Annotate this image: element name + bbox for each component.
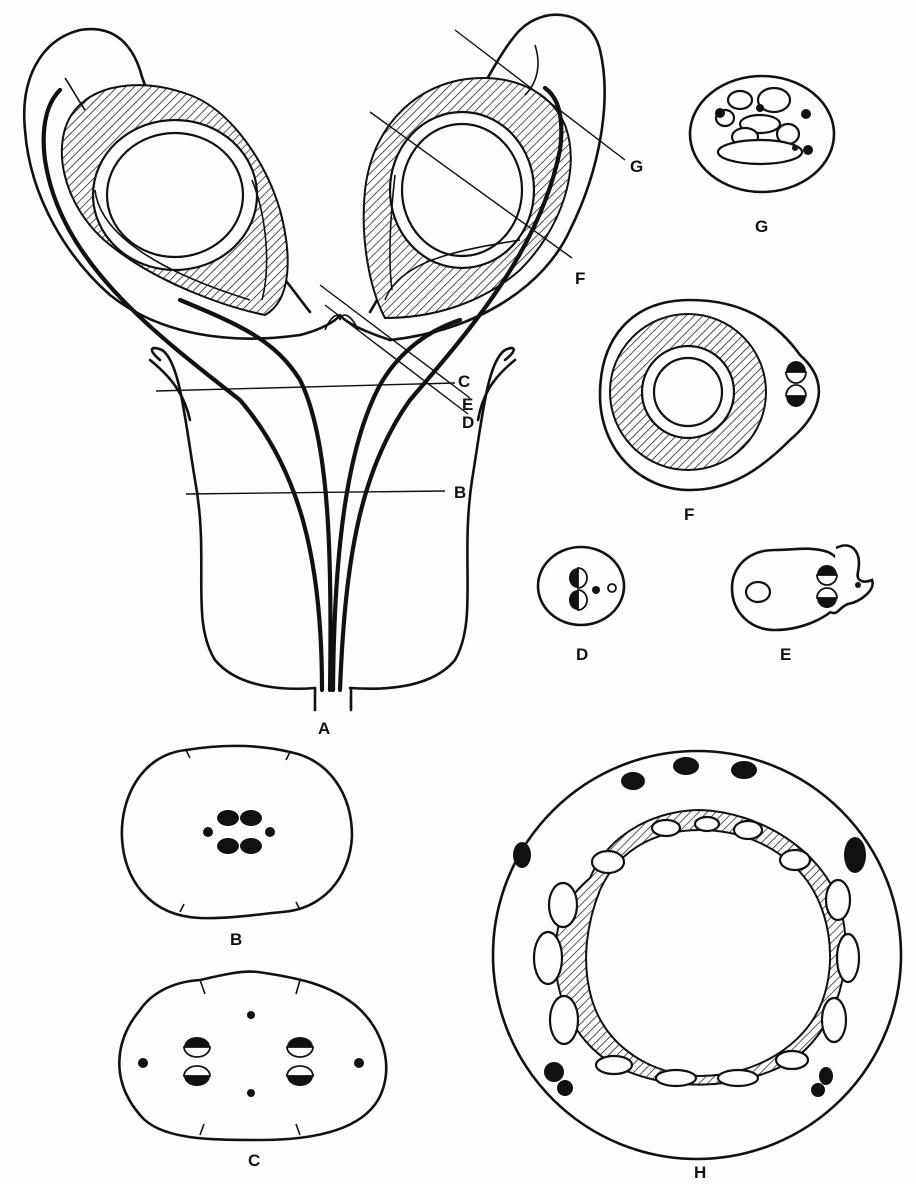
g-bundle-1: [715, 108, 725, 118]
label-d: D: [576, 645, 588, 664]
pointer-label-f: F: [575, 269, 585, 288]
e-appendage-dot: [855, 582, 861, 588]
h-cavity-5: [780, 850, 810, 870]
c-bundle-left: [138, 1058, 148, 1068]
pointer-label-b: B: [454, 483, 466, 502]
h-cavity-2: [695, 817, 719, 831]
b-bundle-1: [217, 810, 239, 826]
label-c: C: [248, 1151, 260, 1170]
h-bundle-7: [557, 1080, 573, 1096]
h-bundle-3: [731, 761, 757, 779]
d-bundle-4: [608, 584, 616, 592]
left-inner-bundle: [180, 300, 331, 690]
figure-c-cross-section: C: [119, 972, 386, 1170]
h-cavity-4: [592, 851, 624, 873]
h-cavity-11: [822, 998, 846, 1042]
figure-g-cross-section: G: [690, 76, 834, 236]
figure-b-cross-section: B: [122, 746, 352, 949]
e-cavity: [746, 582, 770, 602]
h-cavity-3: [734, 821, 762, 839]
h-bundle-4: [513, 842, 531, 868]
g-bundle-5: [792, 145, 798, 151]
g-bundle-3: [801, 109, 811, 119]
h-bundle-2: [673, 757, 699, 775]
right-locule-inner: [402, 124, 522, 256]
g-bundle-2: [756, 104, 764, 112]
h-cavity-10: [550, 996, 578, 1044]
label-a: A: [318, 719, 330, 738]
h-cavity-13: [656, 1070, 696, 1086]
left-locule-inner: [107, 133, 243, 257]
h-bundle-5: [844, 837, 866, 873]
h-cavity-12: [596, 1056, 632, 1074]
pointer-label-c: C: [458, 372, 470, 391]
label-g: G: [755, 217, 768, 236]
label-e: E: [780, 645, 791, 664]
h-cavity-15: [776, 1051, 808, 1069]
figure-a-longitudinal-section: G F C E D B A: [24, 15, 643, 738]
pointer-label-e: E: [462, 395, 473, 414]
b-bundle-6: [265, 827, 275, 837]
c-bundle-bottom: [247, 1089, 255, 1097]
c-bundle-top: [247, 1011, 255, 1019]
figure-h-cross-section: H: [493, 751, 901, 1182]
c-outline: [119, 972, 386, 1140]
section-line-b: [186, 491, 445, 494]
h-cavity-14: [718, 1070, 758, 1086]
g-bundle-4: [803, 145, 813, 155]
left-bump-top: [65, 78, 85, 110]
label-f: F: [684, 505, 694, 524]
figure-e-cross-section: E: [732, 545, 873, 664]
b-bundle-3: [217, 838, 239, 854]
f-cavity-inner: [654, 358, 722, 426]
h-cavity-8: [534, 932, 562, 984]
label-b: B: [230, 930, 242, 949]
h-bundle-6: [544, 1062, 564, 1082]
h-bundle-1: [621, 772, 645, 790]
label-h: H: [694, 1163, 706, 1182]
b-bundle-5: [203, 827, 213, 837]
pointer-label-d: D: [462, 413, 474, 432]
figure-f-cross-section: F: [600, 300, 819, 524]
h-cavity-7: [826, 880, 850, 920]
h-bundle-9: [811, 1083, 825, 1097]
h-cavity-9: [837, 934, 859, 982]
c-bundle-right: [354, 1058, 364, 1068]
d-bundle-3: [592, 586, 600, 594]
g-cavity-1: [728, 91, 752, 109]
b-outline: [122, 746, 352, 918]
h-cavity-1: [652, 820, 680, 836]
b-bundle-2: [240, 810, 262, 826]
b-bundle-4: [240, 838, 262, 854]
g-cavity-7: [718, 140, 802, 164]
pointer-label-g: G: [630, 157, 643, 176]
h-bundle-8: [819, 1067, 833, 1085]
h-cavity-6: [549, 883, 577, 927]
figure-d-cross-section: D: [538, 547, 624, 664]
